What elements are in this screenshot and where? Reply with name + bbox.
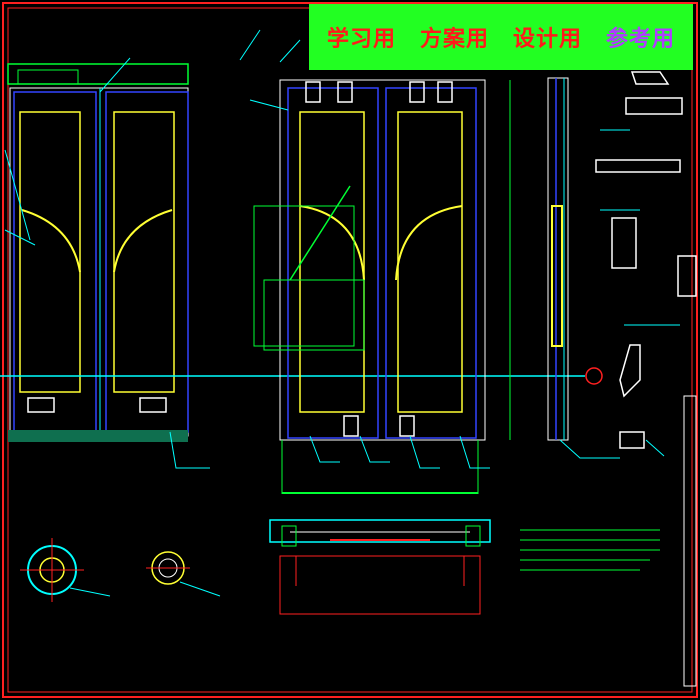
left-door-elevation xyxy=(4,57,210,469)
circular-section-right xyxy=(146,551,221,597)
watermark-label: 参考用 xyxy=(605,27,675,52)
reference-marker xyxy=(585,367,603,385)
center-door-elevation xyxy=(239,29,511,494)
watermark-label: 方案用 xyxy=(419,27,489,52)
detail-leaders xyxy=(600,129,680,457)
watermark-label: 设计用 xyxy=(512,27,582,52)
plan-section xyxy=(269,519,491,615)
watermark-banner: 学习用 方案用 设计用 参考用 xyxy=(309,4,693,70)
detail-views xyxy=(595,71,697,687)
notes-block xyxy=(520,529,660,571)
side-section xyxy=(547,77,620,459)
circular-section-left xyxy=(20,538,111,602)
watermark-label: 学习用 xyxy=(326,27,396,52)
